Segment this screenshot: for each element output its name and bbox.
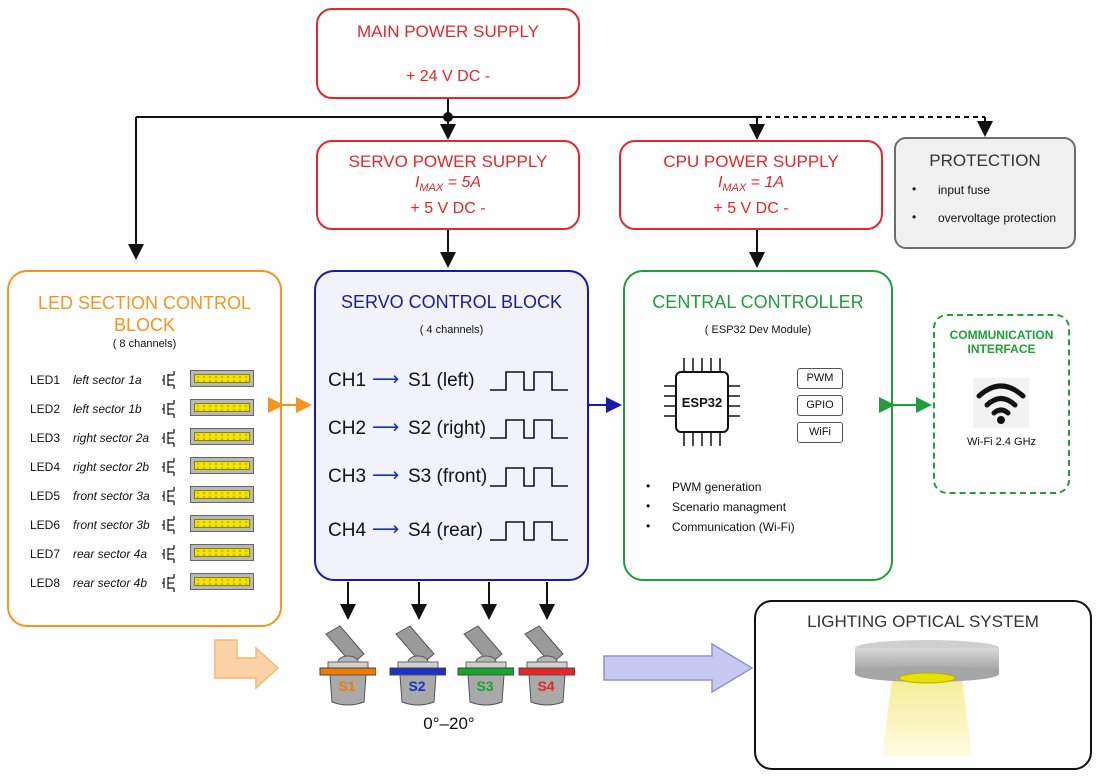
mosfet-switch-icon xyxy=(162,458,175,476)
pwm-signal-icon xyxy=(490,371,568,391)
wifi-frequency-label: Wi-Fi 2.4 GHz xyxy=(966,436,1037,448)
orange-flow-arrow xyxy=(214,639,280,690)
led-sector: front sector 3b xyxy=(73,518,150,532)
led-id: LED4 xyxy=(30,460,61,474)
servo-label: S1 (left) xyxy=(408,370,475,391)
led-sector: rear sector 4a xyxy=(73,547,148,561)
led-sector: front sector 3a xyxy=(73,489,150,503)
arrow-right-icon: ⟶ xyxy=(372,519,400,540)
servo-motor-icon: S4 xyxy=(517,622,576,708)
main-power-voltage: + 24 V DC - xyxy=(405,68,491,85)
wifi-icon xyxy=(973,378,1029,428)
central-title: CENTRAL CONTROLLER xyxy=(652,292,864,312)
led-id: LED5 xyxy=(30,489,61,503)
arrow-right-icon: ⟶ xyxy=(372,369,400,390)
main-power-title: MAIN POWER SUPPLY xyxy=(357,22,539,41)
pwm-signal-icon xyxy=(490,521,568,541)
servo-label: S2 (right) xyxy=(408,418,487,439)
servo-block-channels: ( 4 channels) xyxy=(419,324,484,336)
function-item: Communication (Wi-Fi) xyxy=(646,519,795,534)
esp32-chip-icon xyxy=(664,358,740,446)
angle-range: 0°–20° xyxy=(423,714,475,733)
protection-item: overvoltage protection xyxy=(912,210,1056,225)
pwm-signal-icon xyxy=(490,467,568,487)
protection-title: PROTECTION xyxy=(929,151,1041,170)
led-strip-icon xyxy=(190,544,254,561)
cpu-power-title: CPU POWER SUPPLY xyxy=(663,152,839,171)
led-id: LED1 xyxy=(30,373,61,387)
main-power-supply-box: MAIN POWER SUPPLY + 24 V DC - xyxy=(316,8,580,99)
channel-label: CH1 xyxy=(328,370,367,391)
gpio-interface-label: GPIO xyxy=(797,395,843,416)
led-strip-icon xyxy=(190,399,254,416)
mosfet-switch-icon xyxy=(162,516,175,534)
servo-power-supply-box: SERVO POWER SUPPLY IMAX = 5A + 5 V DC - xyxy=(316,140,580,230)
function-item: Scenario managment xyxy=(646,499,786,514)
comm-title: COMMUNICATION INTERFACE xyxy=(949,328,1054,356)
led-id: LED7 xyxy=(30,547,61,561)
led-sector: left sector 1b xyxy=(73,402,142,416)
servo-id-label: S3 xyxy=(476,678,494,694)
servo-control-block: SERVO CONTROL BLOCK ( 4 channels) xyxy=(314,270,589,581)
cpu-imax: IMAX = 1A xyxy=(717,174,785,195)
led-strip-icon xyxy=(190,457,254,474)
channel-label: CH2 xyxy=(328,418,367,439)
mosfet-switch-icon xyxy=(162,400,175,418)
pwm-interface-label: PWM xyxy=(797,368,843,389)
led-block-channels: ( 8 channels) xyxy=(112,338,177,350)
servo-motor-icon: S2 xyxy=(388,622,447,708)
led-block-title: LED SECTION CONTROL BLOCK xyxy=(37,293,252,335)
led-id: LED6 xyxy=(30,518,61,532)
servo-label: S3 (front) xyxy=(408,466,488,487)
servo-id-label: S4 xyxy=(537,678,555,694)
led-strip-icon xyxy=(190,573,254,590)
wifi-interface-label: WiFi xyxy=(797,422,843,443)
led-id: LED8 xyxy=(30,576,61,590)
servo-motor-icon: S1 xyxy=(318,622,377,708)
protection-box: PROTECTION input fuse overvoltage protec… xyxy=(894,137,1076,249)
led-id: LED3 xyxy=(30,431,61,445)
servo-id-label: S2 xyxy=(408,678,426,694)
servo-label: S4 (rear) xyxy=(408,520,483,541)
mosfet-switch-icon xyxy=(162,487,175,505)
channel-label: CH4 xyxy=(328,520,367,541)
led-section-control-block: LED SECTION CONTROL BLOCK ( 8 channels) xyxy=(7,270,282,627)
mosfet-switch-icon xyxy=(162,371,175,389)
arrow-right-icon: ⟶ xyxy=(372,417,400,438)
arrow-right-icon: ⟶ xyxy=(372,465,400,486)
mosfet-switch-icon xyxy=(162,574,175,592)
servo-power-title: SERVO POWER SUPPLY xyxy=(348,152,548,171)
led-strip-icon xyxy=(190,515,254,532)
servo-power-voltage: + 5 V DC - xyxy=(410,200,486,217)
servo-motor-icon: S3 xyxy=(456,622,515,708)
central-module: ( ESP32 Dev Module) xyxy=(704,324,812,336)
led-strip-icon xyxy=(190,370,254,387)
cpu-power-supply-box: CPU POWER SUPPLY IMAX = 1A + 5 V DC - xyxy=(619,140,883,230)
servo-id-label: S1 xyxy=(338,678,356,694)
mosfet-switch-icon xyxy=(162,429,175,447)
pwm-signal-icon xyxy=(490,419,568,439)
led-strip-icon xyxy=(190,428,254,445)
esp32-label: ESP32 xyxy=(681,395,723,410)
led-sector: right sector 2a xyxy=(73,431,150,445)
led-sector: left sector 1a xyxy=(73,373,142,387)
servo-block-title: SERVO CONTROL BLOCK xyxy=(340,292,563,312)
lighting-optical-system-box: LIGHTING OPTICAL SYSTEM xyxy=(754,600,1092,770)
led-sector: rear sector 4b xyxy=(73,576,148,590)
optical-title: LIGHTING OPTICAL SYSTEM xyxy=(807,612,1039,631)
mosfet-switch-icon xyxy=(162,545,175,563)
central-controller-block: CENTRAL CONTROLLER ( ESP32 Dev Module) xyxy=(623,270,893,581)
led-sector: right sector 2b xyxy=(73,460,150,474)
communication-interface-box: COMMUNICATION INTERFACE Wi-Fi 2.4 GHz xyxy=(933,314,1070,494)
ceiling-lamp-icon xyxy=(855,640,999,756)
servo-imax: IMAX = 5A xyxy=(414,174,482,195)
function-item: PWM generation xyxy=(646,479,761,494)
protection-item: input fuse xyxy=(912,182,990,197)
channel-label: CH3 xyxy=(328,466,367,487)
led-id: LED2 xyxy=(30,402,61,416)
led-strip-icon xyxy=(190,486,254,503)
cpu-power-voltage: + 5 V DC - xyxy=(713,200,789,217)
blue-flow-arrow xyxy=(603,642,754,694)
